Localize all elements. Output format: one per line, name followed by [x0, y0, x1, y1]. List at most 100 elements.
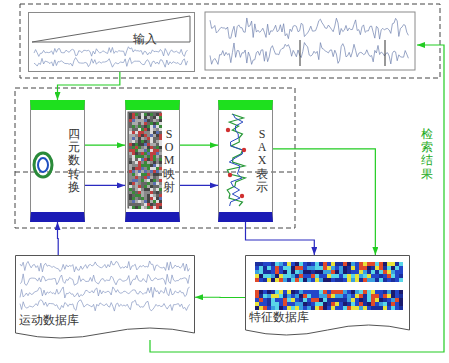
heat-cell [132, 155, 135, 158]
heat-cell [141, 155, 144, 158]
heat-cell [129, 152, 132, 155]
heat-cell [263, 274, 267, 278]
heat-cell [347, 278, 351, 282]
heat-cell [391, 302, 395, 306]
heat-cell [153, 164, 156, 167]
heat-cell [129, 149, 132, 152]
heat-cell [147, 155, 150, 158]
heat-cell [141, 188, 144, 191]
heat-cell [255, 266, 259, 270]
heat-cell [159, 134, 162, 137]
heat-cell [263, 294, 267, 298]
heat-cell [144, 149, 147, 152]
heat-cell [138, 149, 141, 152]
heat-cell [259, 278, 263, 282]
heat-cell [359, 274, 363, 278]
heat-cell [144, 119, 147, 122]
heat-cell [141, 182, 144, 185]
heat-cell [271, 270, 275, 274]
heat-cell [147, 176, 150, 179]
heat-cell [159, 116, 162, 119]
heat-cell [267, 294, 271, 298]
heat-cell [391, 290, 395, 294]
heat-cell [141, 131, 144, 134]
heat-cell [147, 170, 150, 173]
heat-cell [359, 290, 363, 294]
heat-cell [156, 164, 159, 167]
heat-cell [343, 266, 347, 270]
heat-cell [132, 152, 135, 155]
heat-cell [147, 200, 150, 203]
heat-cell [291, 302, 295, 306]
heat-cell [319, 298, 323, 302]
heat-cell [135, 158, 138, 161]
heat-cell [287, 262, 291, 266]
heat-cell [135, 176, 138, 179]
heat-cell [267, 306, 271, 310]
heat-cell [319, 278, 323, 282]
heat-cell [319, 290, 323, 294]
heat-cell [129, 137, 132, 140]
heat-cell [156, 176, 159, 179]
heat-cell [367, 298, 371, 302]
document-outline [246, 256, 410, 336]
heat-cell [132, 194, 135, 197]
heat-cell [307, 290, 311, 294]
heat-cell [331, 262, 335, 266]
document-outline [15, 255, 195, 343]
heat-cell [287, 270, 291, 274]
heat-cell [271, 262, 275, 266]
heat-cell [156, 167, 159, 170]
heat-cell [135, 128, 138, 131]
heat-cell [129, 176, 132, 179]
heat-cell [150, 191, 153, 194]
heat-cell [141, 134, 144, 137]
heat-cell [307, 306, 311, 310]
heat-cell [279, 270, 283, 274]
heat-cell [153, 125, 156, 128]
sax-point [228, 173, 232, 177]
node-label: 运动数据库 [19, 312, 79, 329]
heat-cell [156, 161, 159, 164]
heat-cell [331, 290, 335, 294]
heat-cell [141, 140, 144, 143]
heat-cell [144, 122, 147, 125]
heat-cell [132, 170, 135, 173]
heat-cell [387, 266, 391, 270]
heat-cell [141, 128, 144, 131]
heat-cell [327, 270, 331, 274]
heat-cell [138, 197, 141, 200]
heat-cell [367, 270, 371, 274]
heat-cell [303, 294, 307, 298]
heat-cell [150, 146, 153, 149]
heat-cell [147, 125, 150, 128]
heat-cell [141, 113, 144, 116]
heat-cell [156, 170, 159, 173]
heat-cell [153, 116, 156, 119]
heat-cell [387, 298, 391, 302]
flow-connector [246, 222, 315, 255]
heat-cell [323, 302, 327, 306]
heat-cell [147, 167, 150, 170]
heat-cell [138, 161, 141, 164]
heat-cell [135, 188, 138, 191]
heat-cell [132, 119, 135, 122]
heat-cell [141, 194, 144, 197]
heat-cell [367, 278, 371, 282]
heat-cell [153, 194, 156, 197]
heat-cell [327, 266, 331, 270]
heat-cell [153, 143, 156, 146]
heat-cell [359, 298, 363, 302]
heat-cell [150, 164, 153, 167]
heat-cell [153, 182, 156, 185]
heat-cell [371, 294, 375, 298]
heat-cell [156, 116, 159, 119]
heat-cell [267, 274, 271, 278]
heat-cell [132, 191, 135, 194]
heat-cell [144, 146, 147, 149]
heat-cell [138, 128, 141, 131]
heat-cell [347, 274, 351, 278]
heat-cell [351, 266, 355, 270]
heat-cell [129, 197, 132, 200]
heat-cell [156, 128, 159, 131]
